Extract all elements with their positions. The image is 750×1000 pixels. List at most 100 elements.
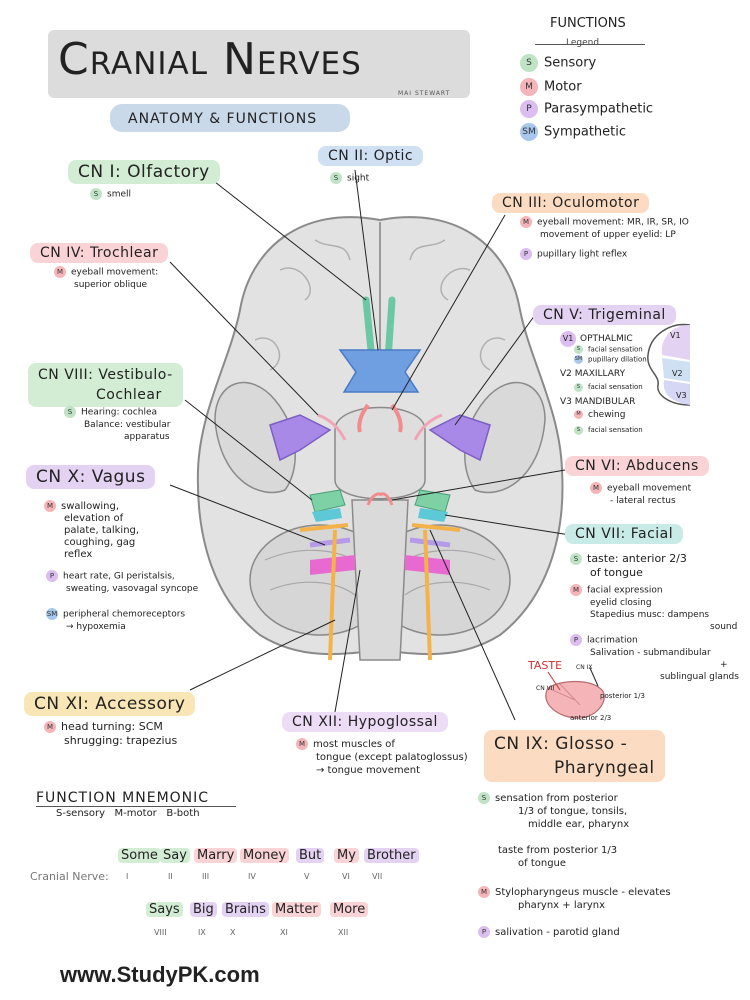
glossopharyngeal-nerve — [299, 523, 461, 532]
legend-rule — [535, 44, 645, 45]
face-v1-region — [661, 325, 690, 360]
cn4-header: CN IV: Trochlear — [30, 243, 169, 263]
cn9-header: CN IX: Glosso -Pharyngeal — [484, 730, 665, 782]
title-band — [48, 30, 470, 98]
trochlear-nerve — [317, 413, 443, 441]
mnemonic-line1-numeral: I — [126, 872, 129, 881]
face-v2-label: V2 — [672, 369, 683, 378]
cn8-header: CN VIII: Vestibulo-Cochlear — [28, 363, 183, 407]
mnemonic-heading: FUNCTION MNEMONIC — [36, 790, 210, 806]
mnemonic-line2-numeral: IX — [198, 928, 206, 937]
face-outline — [647, 323, 691, 406]
left-facial — [312, 508, 342, 522]
taste-posterior: posterior 1/3 — [600, 692, 645, 700]
face-v1-label: V1 — [670, 331, 681, 340]
mnemonic-line1-word: Some — [118, 848, 161, 863]
mnemonic-line1-word: Money — [240, 848, 290, 863]
right-trigeminal — [428, 414, 491, 462]
cn1-header: CN I: Olfactory — [68, 160, 220, 184]
legend-heading: FUNCTIONS — [550, 16, 626, 31]
mnemonic-line2-numeral: VIII — [154, 928, 167, 937]
mnemonic-line1-word: My — [334, 848, 359, 863]
cn5-v2: V2 MAXILLARY — [560, 369, 626, 379]
taste-cn7: CN VII — [536, 685, 555, 692]
medulla — [351, 499, 409, 661]
author: MAI STEWART — [398, 90, 451, 97]
optic-chiasm — [338, 349, 422, 393]
mnemonic-line1-numeral: V — [304, 872, 310, 881]
leader-lines — [169, 169, 571, 721]
accessory-nerve — [328, 529, 432, 661]
mnemonic-line1-numeral: II — [168, 872, 173, 881]
vagus-nerve — [309, 537, 451, 548]
mnemonic-line2-numeral: XI — [280, 928, 288, 937]
mnemonic-key: S-sensory M-motor B-both — [56, 808, 200, 819]
taste-anterior: anterior 2/3 — [570, 714, 612, 722]
cn6-header: CN VI: Abducens — [565, 456, 709, 476]
mnemonic-line1-word: Brother — [364, 848, 419, 863]
subtitle-band — [110, 104, 350, 132]
cn5-v3: V3 MANDIBULAR — [560, 397, 636, 407]
abducens-nerve — [366, 492, 394, 506]
face-v2-region — [662, 358, 690, 382]
legend-subheading: Legend — [566, 38, 600, 48]
face-v3-region — [663, 380, 690, 405]
mnemonic-line1-numeral: III — [202, 872, 210, 881]
mnemonic-line1-numeral: IV — [248, 872, 256, 881]
taste-cn9: CN IX — [576, 664, 593, 671]
mnemonic-line2-word: Says — [146, 902, 183, 917]
page-title: Cranial Nerves — [58, 34, 362, 85]
subtitle: ANATOMY & FUNCTIONS — [128, 111, 318, 127]
mnemonic-line1-word: Say — [160, 848, 190, 863]
left-trigeminal — [269, 414, 332, 462]
mnemonic-line2-word: Big — [190, 902, 217, 917]
cn3-header: CN III: Oculomotor — [492, 193, 650, 213]
mnemonic-line2-word: Brains — [222, 902, 269, 917]
face-v3-label: V3 — [676, 391, 687, 400]
taste-label: TASTE — [528, 659, 563, 672]
mnemonic-line2-numeral: X — [230, 928, 236, 937]
mnemonic-line2-word: Matter — [272, 902, 321, 917]
mnemonic-line1-word: But — [296, 848, 325, 863]
mnemonic-line2-word: More — [330, 902, 369, 917]
cn7-header: CN VII: Facial — [565, 524, 684, 544]
cn5-header: CN V: Trigeminal — [533, 305, 676, 325]
footer-url[interactable]: www.StudyPK.com — [60, 962, 260, 987]
hypoglossal-nerve — [310, 555, 450, 575]
right-vestibulocochlear — [414, 489, 451, 513]
mnemonic-line1-numeral: VII — [372, 872, 383, 881]
mnemonic-line1-numeral: VI — [342, 872, 350, 881]
left-vestibulocochlear — [309, 489, 346, 513]
mnemonic-rule — [36, 806, 236, 807]
cn10-header: CN X: Vagus — [26, 465, 156, 489]
mnemonic-line2-numeral: XII — [338, 928, 349, 937]
mnemonic-line1-word: Marry — [194, 848, 238, 863]
